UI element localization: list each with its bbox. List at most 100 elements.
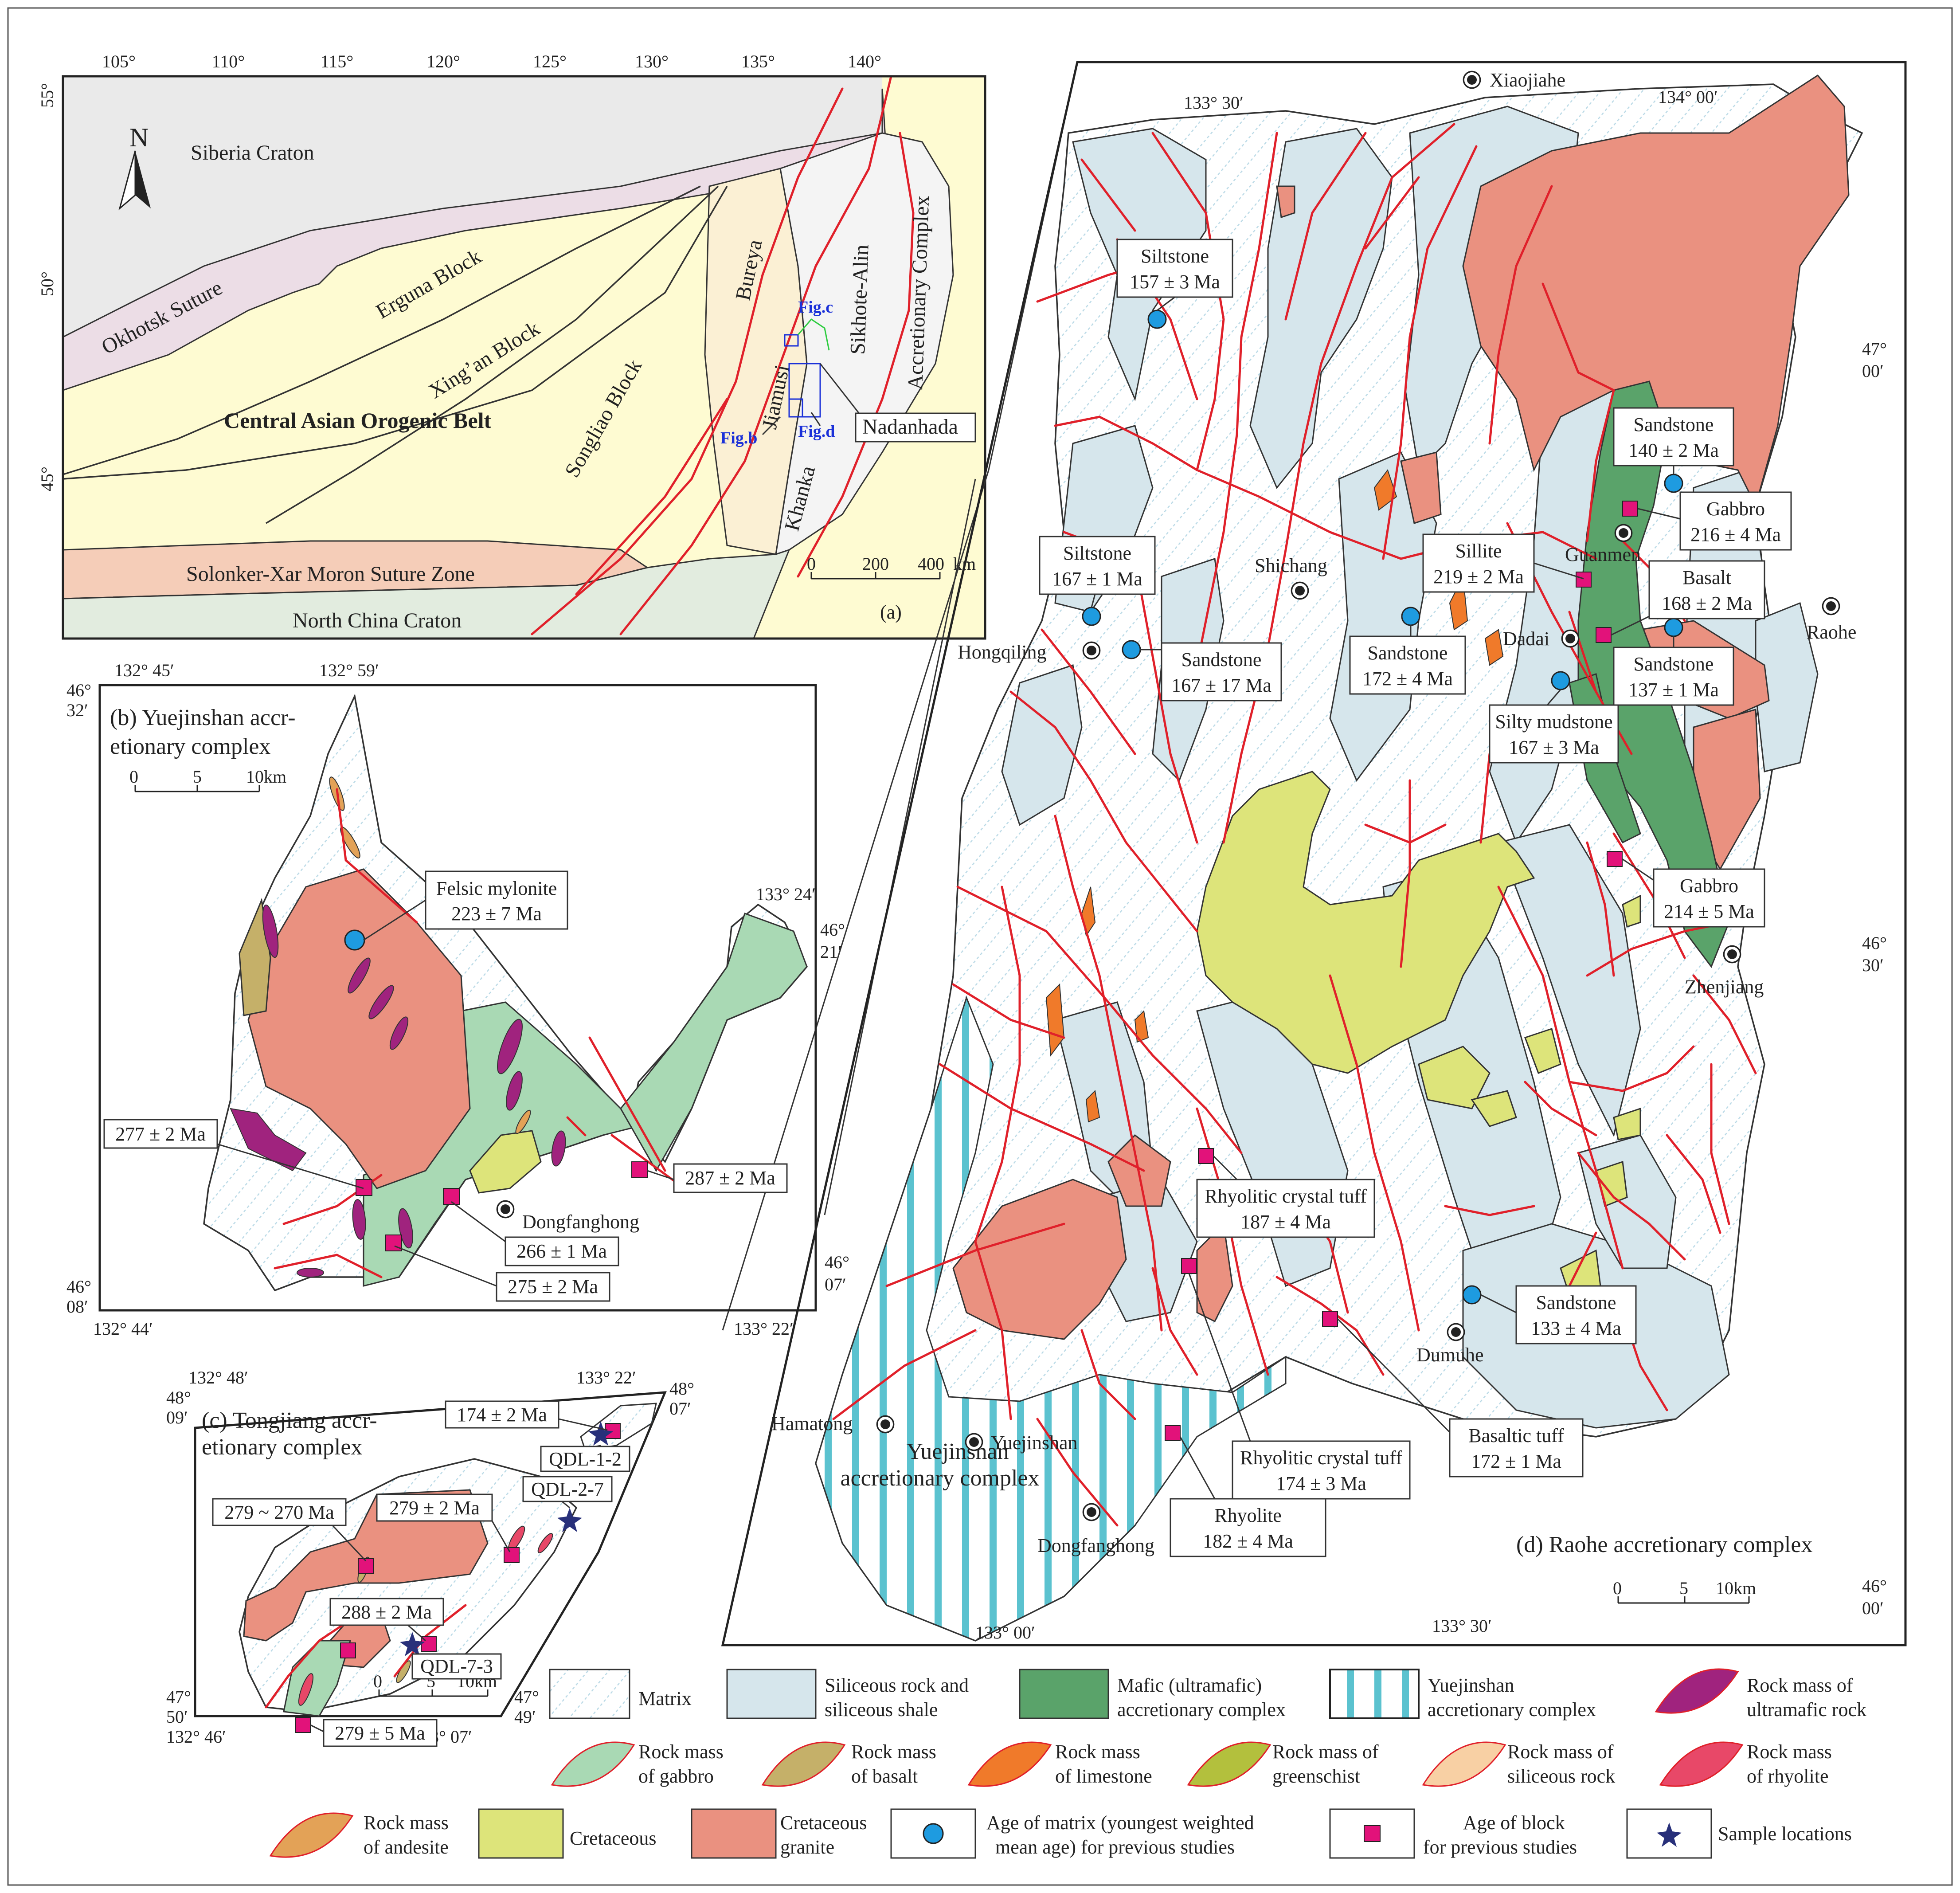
age-box [376, 1493, 493, 1522]
legend-label: Rock mass [1747, 1741, 1832, 1763]
town-label: Dongfanghong [1037, 1535, 1154, 1556]
legend-item-andesite: Rock mass of andesite [269, 1812, 449, 1858]
town-marker [1614, 524, 1633, 542]
legend-label: Age of matrix (youngest weighted [986, 1812, 1254, 1834]
age-box-text: Basalt [1682, 567, 1731, 588]
town-label: Guanmen [1565, 544, 1641, 565]
lat-tick: 45° [37, 466, 57, 491]
limestone-lens [1373, 469, 1397, 511]
gabbro-zone [620, 913, 808, 1172]
legend-item-granite: Cretaceous granite [691, 1808, 867, 1859]
granite-south [952, 1179, 1127, 1340]
coord-label: 07′ [669, 1399, 691, 1419]
coord-label: 133° 30′ [1432, 1616, 1492, 1636]
age-box-text: Siltstone [1063, 542, 1131, 564]
matrix-age-marker [1664, 618, 1683, 637]
coord-label: 47° [514, 1687, 539, 1707]
legend-label: siliceous shale [825, 1699, 938, 1721]
block-age-marker [1322, 1311, 1338, 1327]
age-box-text: Gabbro [1706, 498, 1765, 520]
scale-tick: 10km [1716, 1578, 1756, 1598]
legend-label: Rock mass of [1272, 1741, 1379, 1763]
limestone-lens [1484, 629, 1504, 666]
legend-label: Cretaceous [780, 1812, 867, 1834]
sample-star [588, 1421, 613, 1446]
north-label: N [129, 123, 149, 152]
town-marker [1291, 581, 1309, 600]
age-box-text: Felsic mylonite [436, 878, 557, 899]
coord-label: 07′ [825, 1274, 846, 1294]
legend-item-ultramafic: Rock mass of ultramafic rock [1655, 1668, 1866, 1721]
panel-d-raohe: 133° 30′ 134° 00′ 47° 00′ 46° 30′ 46° 07… [721, 61, 1907, 1646]
age-box [496, 1272, 610, 1302]
legend-label: Cretaceous [570, 1827, 656, 1849]
legend-label: of andesite [364, 1836, 449, 1858]
age-box-text: 288 ± 2 Ma [341, 1601, 432, 1623]
panel-a-tectonic-overview: 105° 110° 115° 120° 125° 130° 135° 140° … [37, 51, 986, 640]
coord-label: 134° 00′ [1658, 87, 1718, 107]
figref-c: Fig.c [798, 298, 833, 317]
scale-tick: 0 [129, 767, 138, 787]
matrix-age-marker [1401, 607, 1420, 626]
coord-label: 09′ [166, 1407, 188, 1427]
legend-label: of rhyolite [1747, 1765, 1829, 1787]
town-label: Raohe [1807, 621, 1856, 643]
legend-label: Rock mass [1055, 1741, 1140, 1763]
age-box-text: 277 ± 2 Ma [115, 1123, 206, 1145]
age-box [1039, 536, 1156, 595]
lon-tick: 115° [321, 51, 354, 71]
age-box-text: 168 ± 2 Ma [1662, 592, 1752, 614]
sample-label: QDL-2-7 [531, 1478, 604, 1500]
siberia-craton-region [63, 76, 882, 337]
town-marker [876, 1415, 895, 1434]
age-box-text: Rhyolitic crystal tuff [1240, 1447, 1402, 1469]
block-age-marker [1576, 572, 1592, 588]
age-box-text: Sandstone [1181, 649, 1262, 670]
town-marker [1463, 71, 1481, 89]
age-box-text: Sillite [1455, 540, 1502, 562]
coord-label: 46° [1862, 1576, 1887, 1596]
matrix-age-marker [1147, 310, 1167, 329]
outer-frame [7, 7, 1953, 1886]
scale-tick: 5 [1679, 1578, 1688, 1598]
solonker-label: Solonker-Xar Moron Suture Zone [186, 562, 475, 586]
matrix-age-marker [1122, 640, 1141, 659]
coord-label: 133° 00′ [975, 1623, 1035, 1642]
legend-label: accretionary complex [1117, 1699, 1286, 1721]
age-box-text: 214 ± 5 Ma [1664, 901, 1754, 922]
age-box [1515, 1285, 1637, 1344]
coord-label: 21′ [820, 942, 842, 962]
age-box-text: 216 ± 4 Ma [1690, 524, 1781, 545]
legend-label: of limestone [1055, 1765, 1152, 1787]
cretaceous-mass [469, 1130, 542, 1194]
legend-item-greenschist: Rock mass of greenschist [1187, 1741, 1379, 1787]
yuejinshan-label: accretionary complex [841, 1466, 1040, 1491]
matrix-age-marker [344, 929, 365, 951]
age-box-text: 266 ± 1 Ma [516, 1240, 607, 1262]
age-box-text: Rhyolitic crystal tuff [1205, 1185, 1367, 1207]
legend-label: Siliceous rock and [825, 1674, 969, 1696]
age-box [1613, 647, 1734, 706]
age-box [329, 1598, 444, 1626]
age-box-text: 287 ± 2 Ma [685, 1167, 775, 1189]
panel-c-title: etionary complex [202, 1434, 362, 1460]
legend-label: Mafic (ultramafic) [1117, 1674, 1262, 1696]
figref-outline [797, 318, 830, 351]
legend-label: Rock mass of [1747, 1674, 1853, 1696]
scale-tick: 0 [1613, 1578, 1622, 1598]
age-box [673, 1163, 788, 1193]
sample-star [1657, 1822, 1682, 1847]
coord-label: 132° 45′ [114, 660, 174, 680]
figref-outline [788, 398, 803, 418]
age-box-text: 174 ± 2 Ma [457, 1404, 547, 1426]
panel-d-scale: 0 5 10km [1613, 1578, 1756, 1604]
age-box-text: 279 ~ 270 Ma [224, 1501, 334, 1523]
town-label: Xiaojiahe [1490, 69, 1565, 91]
coord-label: 00′ [1862, 1598, 1884, 1618]
legend-label: for previous studies [1423, 1836, 1577, 1858]
panel-c-tongjiang: (c) Tongjiang accr- etionary complex 132… [166, 1368, 694, 1747]
legend-label: accretionary complex [1428, 1699, 1596, 1721]
panel-d-age-boxes: Siltstone 157 ± 3 Ma Siltstone 167 ± 1 M… [1039, 239, 1792, 1557]
sikhote-alin-region [775, 132, 954, 556]
matrix-age-marker [1551, 671, 1570, 690]
